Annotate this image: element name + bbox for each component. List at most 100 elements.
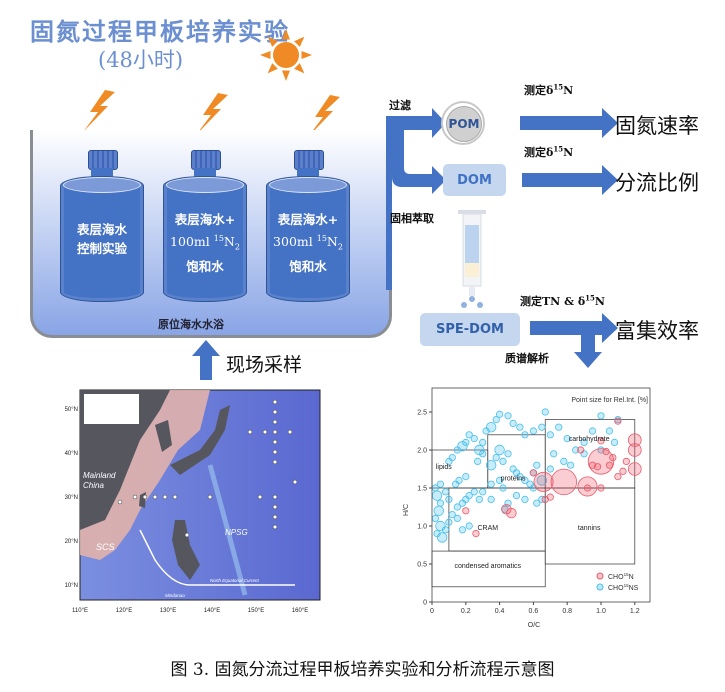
data-point-cho15n <box>506 507 517 519</box>
data-point-cho15ns <box>509 419 517 428</box>
data-point-cho15n <box>628 433 642 447</box>
data-point-cho15ns <box>521 476 529 485</box>
y-tick-label: 0.5 <box>417 562 427 569</box>
arrow-to-efficiency <box>530 313 618 368</box>
region-label: proteins <box>501 475 526 482</box>
map-lon-tick: 140°E <box>204 608 220 614</box>
data-point-cho15n <box>619 467 627 475</box>
data-point-cho15ns <box>504 412 512 420</box>
data-point-cho15ns <box>431 514 439 522</box>
measure-label-3: 测定TN & δ15N <box>520 293 605 308</box>
x-tick-label: 0.2 <box>461 608 471 615</box>
sun-ray <box>294 63 305 74</box>
sun-ray <box>267 63 278 74</box>
lightning-icon <box>83 90 115 132</box>
data-point-cho15ns <box>560 457 568 466</box>
bottle-cap <box>191 150 221 170</box>
data-point-cho15n <box>622 457 630 466</box>
arrow-to-ratio <box>522 165 618 195</box>
data-point-cho15ns <box>479 438 487 447</box>
bottle-volume: 300ml <box>273 234 317 250</box>
data-point-cho15n <box>472 530 480 538</box>
lightning-icon <box>308 95 340 137</box>
station-marker <box>257 494 263 500</box>
figure-caption: 图 3. 固氮分流过程甲板培养实验和分析流程示意图 <box>170 660 555 680</box>
map-lon-tick: 130°E <box>160 608 176 614</box>
data-point-cho15ns <box>516 423 524 431</box>
data-point-cho15ns <box>453 503 461 511</box>
data-point-cho15n <box>583 484 592 492</box>
data-point-cho15n <box>577 446 585 454</box>
data-point-cho15ns <box>448 511 456 519</box>
bottle-cap <box>88 150 118 170</box>
data-point-cho15ns <box>504 450 512 458</box>
station-marker <box>272 459 278 465</box>
ocean-ridge <box>207 464 248 596</box>
data-point-cho15ns <box>541 408 549 416</box>
x-tick-label: 0.4 <box>495 608 505 615</box>
pom-label: POM <box>446 106 482 142</box>
plot-frame <box>431 387 651 603</box>
experiment-title: 固氮过程甲板培养实验 <box>30 17 290 46</box>
data-point-cho15ns <box>550 450 558 458</box>
station-marker <box>272 429 278 435</box>
map-lon-tick: 110°E <box>72 608 88 614</box>
data-point-cho15ns <box>465 522 473 530</box>
bottle-label-line3: 饱和水 <box>289 258 327 274</box>
region-label: tannins <box>578 525 601 532</box>
data-point-cho15ns <box>485 459 497 471</box>
measure-label-2: 测定δ15N <box>524 144 574 159</box>
data-point-cho15ns <box>494 444 505 456</box>
x-tick-label: 1.2 <box>630 608 640 615</box>
data-point-cho15n <box>594 463 602 471</box>
data-point-cho15ns <box>529 427 537 435</box>
y-tick-label: 1.5 <box>417 486 427 493</box>
station-marker <box>172 494 178 500</box>
data-point-cho15ns <box>546 465 554 473</box>
data-point-cho15n <box>541 495 549 504</box>
y-tick-label: 2.5 <box>417 410 427 417</box>
data-point-cho15ns <box>475 495 483 504</box>
chart-legend: CHO15N CHO15NS <box>596 572 639 592</box>
spe-label: 固相萃取 <box>390 212 434 225</box>
legend-marker-cho15ns <box>596 583 604 591</box>
data-point-cho15ns <box>436 532 448 543</box>
data-point-cho15ns <box>555 423 563 431</box>
data-point-cho15ns <box>462 473 470 481</box>
data-point-cho15ns <box>492 415 500 424</box>
isotope: N <box>326 234 338 250</box>
isotope: N <box>223 234 235 250</box>
data-point-cho15ns <box>566 461 575 469</box>
region-label: CRAM <box>477 525 498 532</box>
data-point-cho15ns <box>441 488 450 496</box>
philippines <box>172 520 200 580</box>
bottle-100ml: 表层海水+ 100ml 15N2 饱和水 <box>163 150 247 302</box>
data-point-cho15ns <box>533 461 541 469</box>
x-tick-label: 0 <box>430 608 434 615</box>
map-label-scs: SCS <box>96 542 115 552</box>
data-point-cho15ns <box>470 488 478 496</box>
dom-box: DOM <box>443 164 506 196</box>
station-marker <box>272 439 278 445</box>
droplet-icon <box>461 296 483 308</box>
data-point-cho15ns <box>492 454 500 462</box>
data-point-cho15ns <box>605 427 614 435</box>
map-lon-tick: 160°E <box>292 608 308 614</box>
bottle-volume: 100ml <box>170 234 214 250</box>
station-marker <box>184 532 190 538</box>
data-point-cho15n <box>614 473 622 481</box>
data-point-cho15n <box>597 437 605 445</box>
sun-lightning-graphics <box>83 29 340 137</box>
data-point-cho15ns <box>462 438 470 447</box>
measure-label-1: 测定δ15N <box>524 82 574 97</box>
data-point-cho15n <box>628 462 642 476</box>
station-map: Mainland China SCS NPSG North Equatorial… <box>65 389 321 614</box>
data-point-cho15ns <box>610 438 619 447</box>
sun-ray <box>267 36 278 47</box>
map-label-mindanao: Mindanao <box>165 593 185 598</box>
data-point-cho15ns <box>516 473 524 481</box>
data-point-cho15ns <box>458 526 467 534</box>
station-marker <box>132 494 138 500</box>
bottle-control: 表层海水控制实验 <box>60 150 144 302</box>
